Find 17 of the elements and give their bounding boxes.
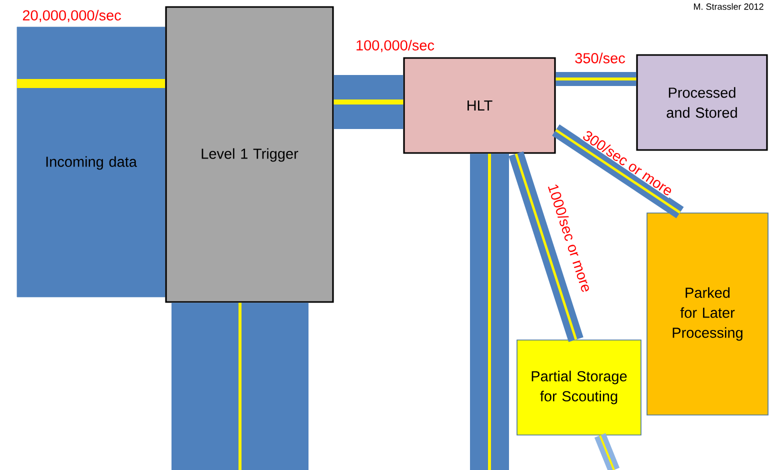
process-box: HLT (403, 57, 556, 154)
data-flow-band (172, 302, 308, 470)
data-band: Incoming data (16, 26, 166, 298)
rate-label: 20,000,000/sec (22, 10, 121, 22)
process-box: Level 1 Trigger (165, 6, 334, 303)
edge-label: 350/sec (574, 52, 626, 64)
data-flow-band (508, 151, 584, 342)
credit-label: M. Strassler 2012 (694, 3, 764, 10)
data-flow-band (594, 433, 620, 470)
data-flow-band (334, 75, 404, 129)
data-flow-band (470, 154, 509, 470)
data-flow-band (552, 124, 684, 218)
edge-label: 100,000/sec (354, 38, 436, 54)
storage-box: Parked for Later Processing (646, 212, 768, 416)
data-flow-band (556, 72, 636, 86)
storage-box: Processed and Stored (636, 54, 768, 151)
storage-box: Partial Storage for Scouting (516, 340, 642, 436)
